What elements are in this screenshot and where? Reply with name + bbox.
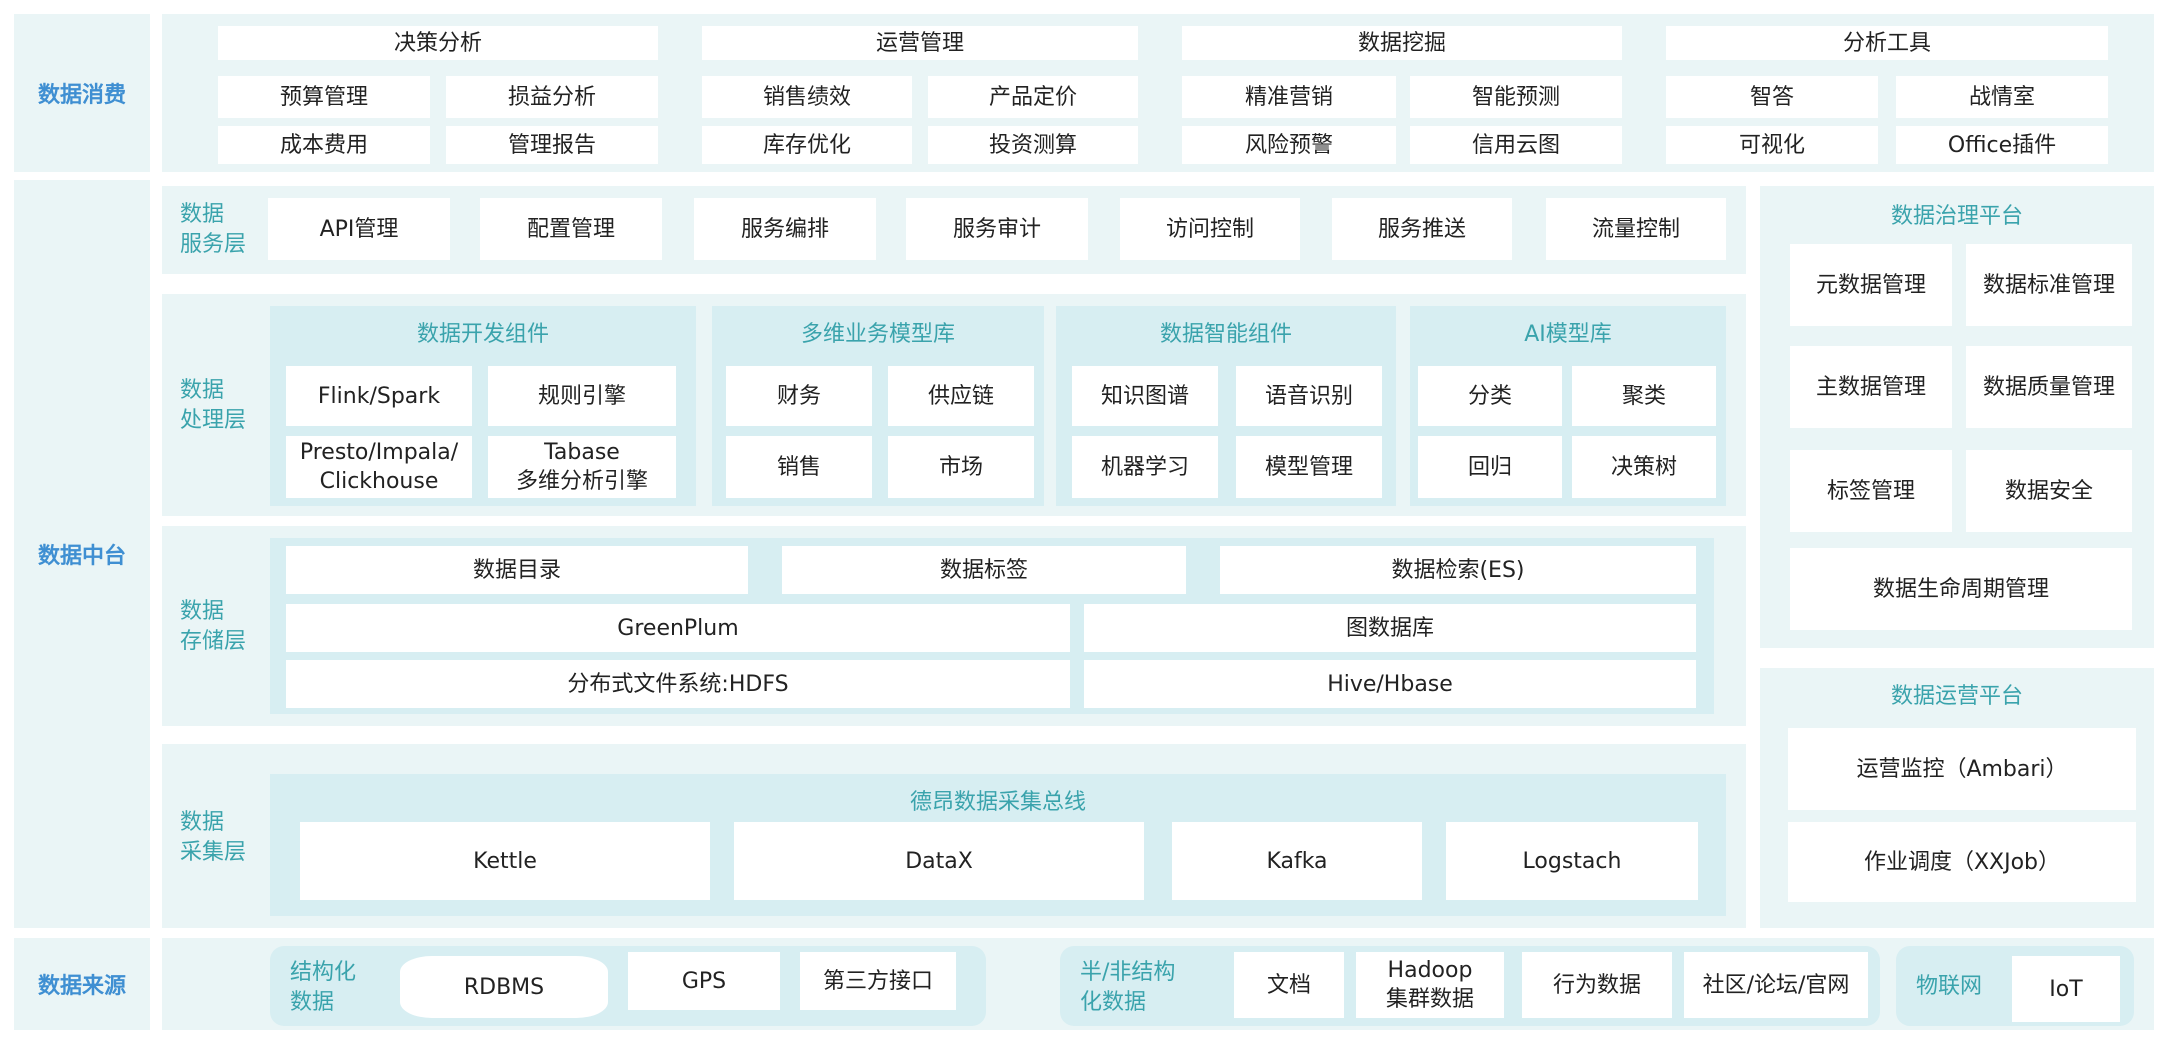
collection-item: Kettle (300, 822, 710, 900)
consumption-item: 成本费用 (218, 126, 430, 164)
consumption-item: 投资测算 (928, 126, 1138, 164)
processing-item: 语音识别 (1236, 366, 1382, 426)
service-item: 配置管理 (480, 198, 662, 260)
processing-item: Flink/Spark (286, 366, 472, 426)
governance-title: 数据治理平台 (1890, 204, 2023, 229)
governance-item: 标签管理 (1790, 450, 1952, 532)
governance-item: 数据生命周期管理 (1790, 548, 2132, 630)
collection-item: Kafka (1172, 822, 1422, 900)
governance-item: 元数据管理 (1790, 244, 1952, 326)
consumption-item: 智答 (1666, 76, 1878, 118)
governance-item: 主数据管理 (1790, 346, 1952, 428)
source-semi-label: 半/非结构 化数据 (1080, 960, 1176, 1015)
processing-item: 分类 (1418, 366, 1562, 426)
consumption-group-title: 决策分析 (218, 26, 658, 60)
storage-item: Hive/Hbase (1084, 660, 1696, 708)
consumption-group-title: 分析工具 (1666, 26, 2108, 60)
service-item: 流量控制 (1546, 198, 1726, 260)
consumption-item: 可视化 (1666, 126, 1878, 164)
processing-group-title: 数据智能组件 (1159, 322, 1292, 347)
collection-bus-title: 德昂数据采集总线 (909, 790, 1086, 815)
source-item: IoT (2012, 956, 2120, 1022)
layer-label-middle: 数据中台 (37, 544, 126, 569)
service-item: 服务审计 (906, 198, 1088, 260)
source-item: 文档 (1234, 952, 1344, 1018)
governance-item: 数据质量管理 (1966, 346, 2132, 428)
processing-group-title: AI模型库 (1524, 322, 1612, 347)
consumption-item: 库存优化 (702, 126, 912, 164)
operation-title: 数据运营平台 (1890, 684, 2023, 709)
processing-layer-label: 数据 处理层 (180, 378, 247, 433)
processing-item: 财务 (726, 366, 872, 426)
collection-layer-label: 数据 采集层 (180, 810, 247, 865)
consumption-item: 战情室 (1896, 76, 2108, 118)
service-item: 服务推送 (1332, 198, 1512, 260)
source-item: 社区/论坛/官网 (1684, 952, 1868, 1018)
processing-item: Presto/Impala/ Clickhouse (286, 436, 472, 498)
storage-item: 图数据库 (1084, 604, 1696, 652)
consumption-item: 预算管理 (218, 76, 430, 118)
consumption-item: 损益分析 (446, 76, 658, 118)
processing-item: 知识图谱 (1072, 366, 1218, 426)
consumption-group-title: 运营管理 (702, 26, 1138, 60)
service-layer-label: 数据 服务层 (180, 202, 247, 257)
source-item: GPS (628, 952, 780, 1010)
governance-item: 数据安全 (1966, 450, 2132, 532)
operation-item: 运营监控（Ambari） (1788, 728, 2136, 810)
processing-item: 市场 (888, 436, 1034, 498)
storage-item: 数据目录 (286, 546, 748, 594)
layer-label-consumption: 数据消费 (37, 83, 126, 108)
source-item: Hadoop 集群数据 (1356, 952, 1504, 1018)
operation-item: 作业调度（XXJob） (1788, 822, 2136, 902)
source-item: RDBMS (400, 956, 608, 1018)
processing-item: 规则引擎 (488, 366, 676, 426)
processing-item: 供应链 (888, 366, 1034, 426)
consumption-item: 销售绩效 (702, 76, 912, 118)
storage-layer-label: 数据 存储层 (180, 599, 247, 654)
storage-item: GreenPlum (286, 604, 1070, 652)
consumption-item: 管理报告 (446, 126, 658, 164)
processing-item: 决策树 (1572, 436, 1716, 498)
processing-item: 模型管理 (1236, 436, 1382, 498)
service-item: 服务编排 (694, 198, 876, 260)
processing-item: 回归 (1418, 436, 1562, 498)
storage-item: 数据标签 (782, 546, 1186, 594)
service-item: 访问控制 (1120, 198, 1300, 260)
layer-consumption-panel (14, 14, 150, 172)
consumption-item: 智能预测 (1410, 76, 1622, 118)
consumption-item: 精准营销 (1182, 76, 1396, 118)
storage-item: 数据检索(ES) (1220, 546, 1696, 594)
governance-item: 数据标准管理 (1966, 244, 2132, 326)
processing-group-title: 数据开发组件 (416, 322, 549, 347)
collection-item: DataX (734, 822, 1144, 900)
collection-item: Logstach (1446, 822, 1698, 900)
layer-label-source: 数据来源 (37, 974, 126, 999)
source-item: 第三方接口 (800, 952, 956, 1010)
processing-group-title: 多维业务模型库 (800, 322, 955, 347)
consumption-item: 信用云图 (1410, 126, 1622, 164)
storage-item: 分布式文件系统:HDFS (286, 660, 1070, 708)
processing-item: 聚类 (1572, 366, 1716, 426)
layer-source-panel (14, 938, 150, 1030)
consumption-group-title: 数据挖掘 (1182, 26, 1622, 60)
layer-middle-panel (14, 180, 150, 928)
processing-item: Tabase 多维分析引擎 (488, 436, 676, 498)
consumption-item: 风险预警 (1182, 126, 1396, 164)
consumption-item: Office插件 (1896, 126, 2108, 164)
consumption-item: 产品定价 (928, 76, 1138, 118)
service-item: API管理 (268, 198, 450, 260)
processing-item: 销售 (726, 436, 872, 498)
processing-item: 机器学习 (1072, 436, 1218, 498)
source-iot-label: 物联网 (1916, 974, 1983, 999)
source-item: 行为数据 (1522, 952, 1672, 1018)
source-structured-label: 结构化 数据 (290, 960, 357, 1015)
